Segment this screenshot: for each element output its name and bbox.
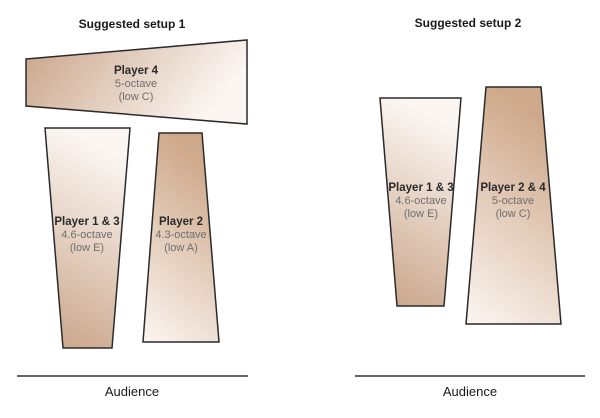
setup2-player13-marimba: [379, 97, 462, 307]
player4-marimba: [25, 39, 248, 125]
setup2-player24-label: Player 2 & 4 5-octave (low C): [480, 182, 546, 220]
player4-label: Player 4 5-octave (low C): [113, 65, 159, 103]
player2-label: Player 2 4.3-octave (low A): [155, 216, 207, 254]
setup2-title: Suggested setup 2: [414, 16, 522, 30]
player2-marimba: [142, 132, 220, 343]
player13-label: Player 1 & 3 4.6-octave (low E): [54, 216, 120, 254]
setup1-title: Suggested setup 1: [78, 17, 186, 31]
setup2-player13-label: Player 1 & 3 4.6-octave (low E): [388, 182, 454, 220]
setup2-player24-marimba: [465, 86, 562, 325]
audience-label-1: Audience: [104, 384, 160, 399]
player13-marimba: [44, 127, 131, 349]
audience-label-2: Audience: [442, 384, 498, 399]
